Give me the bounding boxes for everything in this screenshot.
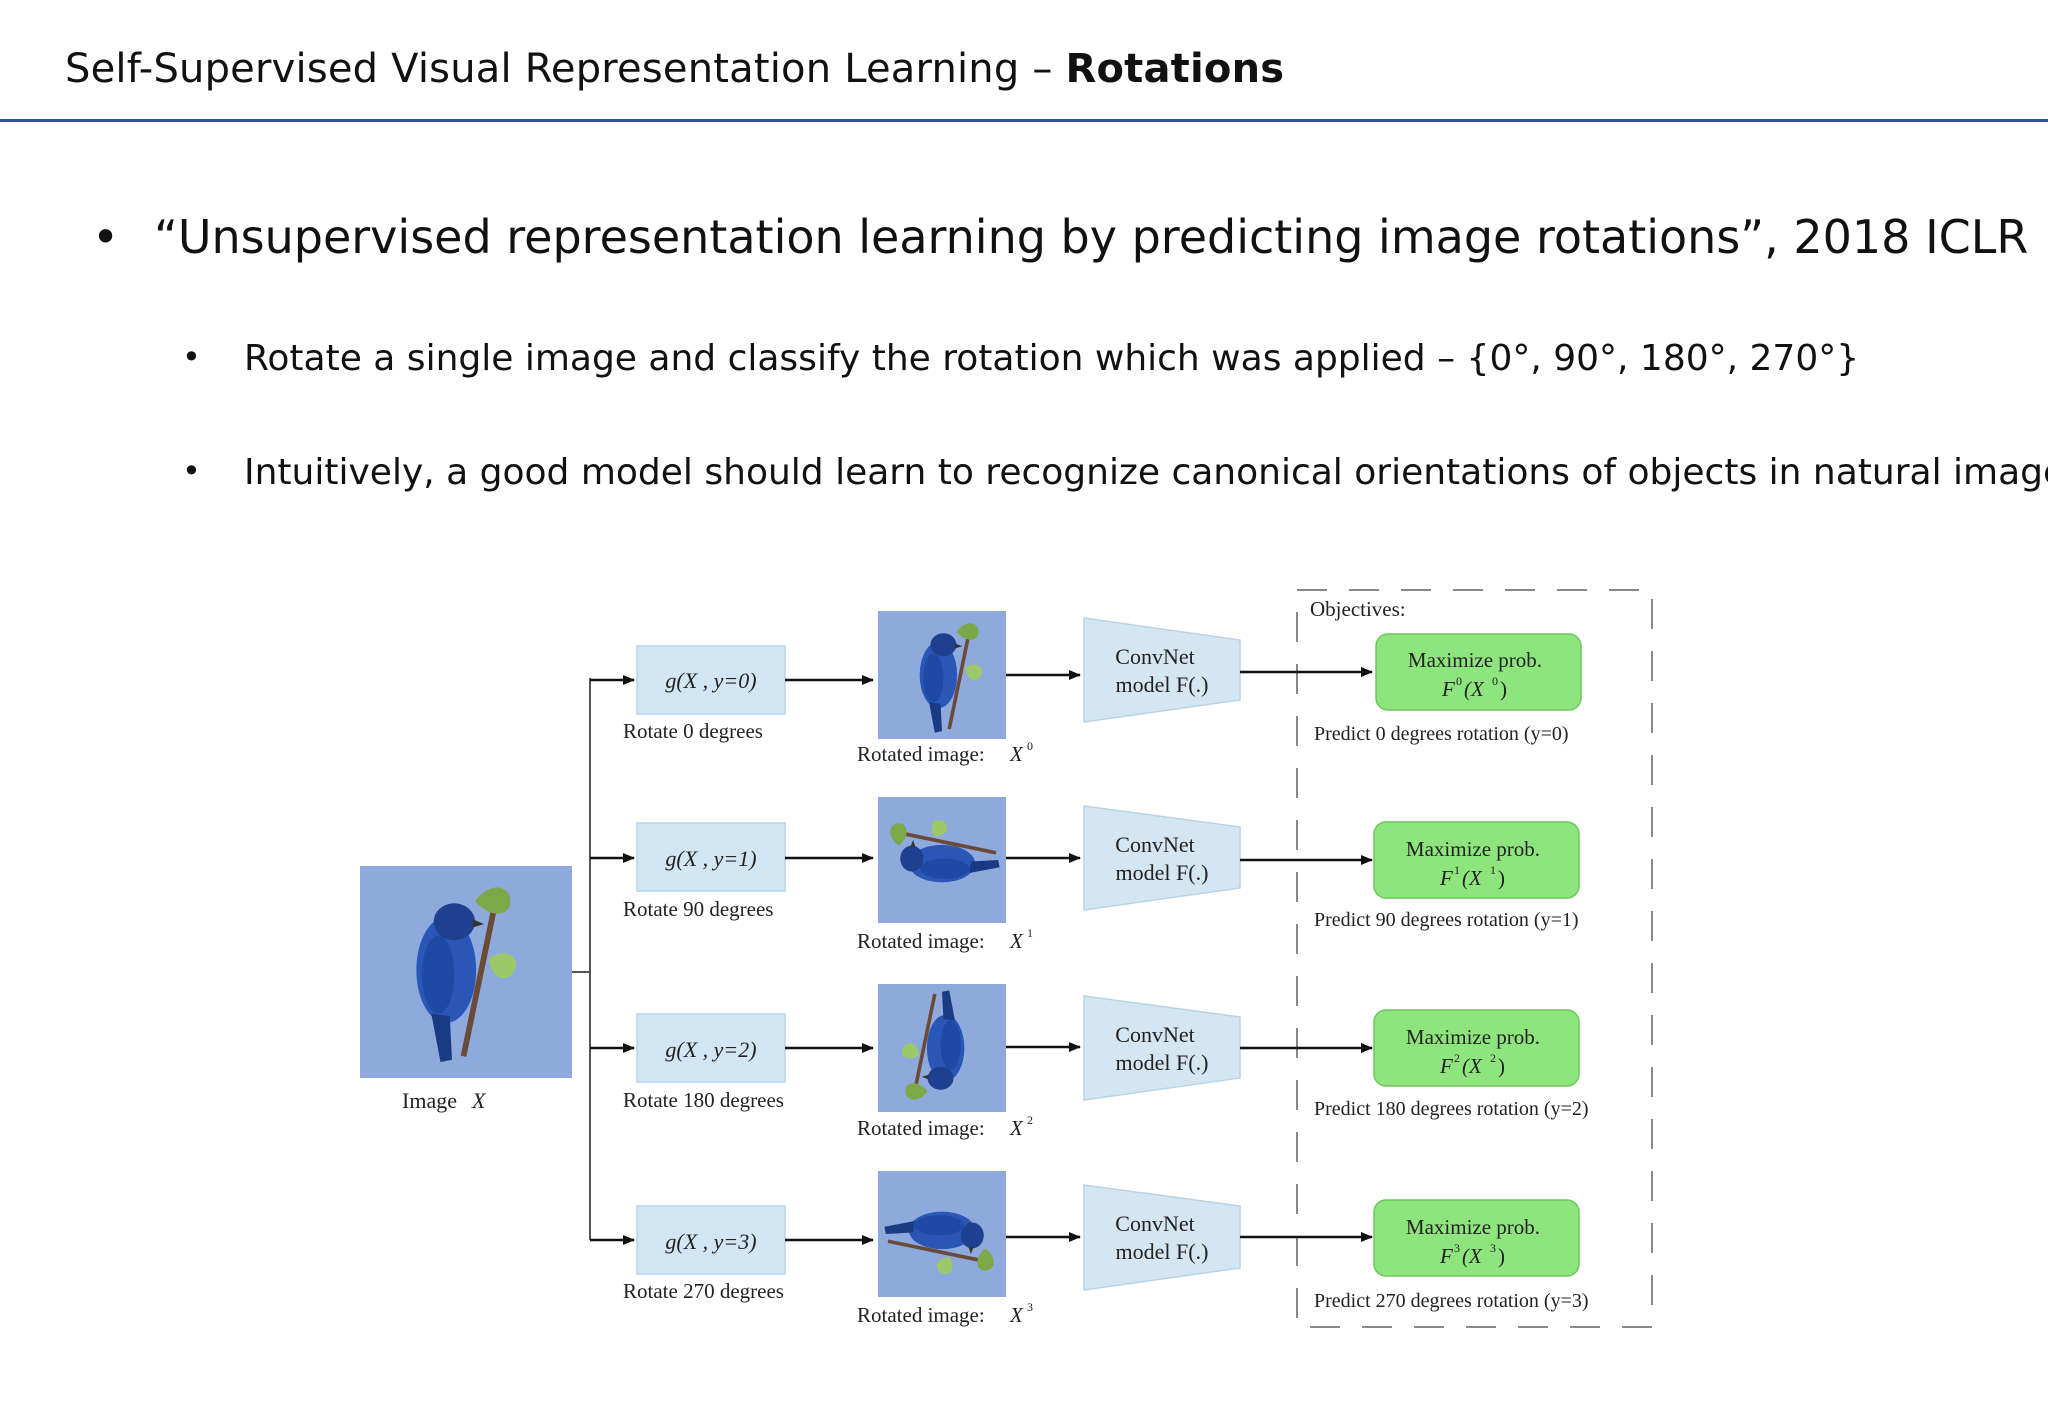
objectives-label: Objectives: <box>1310 597 1406 621</box>
rotated-image-sup: 1 <box>1027 926 1033 940</box>
row-rotate-180: g(X , y=2) Rotate 180 degrees Rotated im… <box>623 984 1589 1140</box>
objective-arg-sup: 2 <box>1490 1051 1496 1065</box>
rotated-image-var: X <box>1009 1303 1024 1327</box>
rotation-function-label: g(X , y=0) <box>665 668 756 693</box>
sub-bullet-2-text: Intuitively, a good model should learn t… <box>244 452 2048 493</box>
rotated-image-label: Rotated image: <box>857 1116 985 1140</box>
objective-func: F <box>1441 677 1455 701</box>
objective-arg-sup: 3 <box>1490 1241 1496 1255</box>
objective-arg: (X <box>1462 1054 1483 1078</box>
bullet-dot: • <box>92 210 120 264</box>
predict-label: Predict 180 degrees rotation (y=2) <box>1314 1098 1589 1120</box>
objective-box <box>1373 1009 1580 1087</box>
rotated-image-label: Rotated image: <box>857 929 985 953</box>
objective-arg-sup: 0 <box>1492 674 1498 688</box>
objective-arg: (X <box>1462 866 1483 890</box>
convnet-label: ConvNet <box>1115 1022 1194 1047</box>
objective-func-sup: 1 <box>1454 863 1460 877</box>
rotation-function-box <box>636 1013 786 1083</box>
rotation-function-label: g(X , y=3) <box>665 1229 756 1254</box>
rotated-image-sup: 3 <box>1027 1300 1033 1314</box>
convnet-label: ConvNet <box>1115 1211 1194 1236</box>
convnet-block <box>1083 617 1241 723</box>
convnet-model-label: model F(.) <box>1116 1050 1209 1075</box>
objective-title: Maximize prob. <box>1406 837 1540 861</box>
row-rotate-0: g(X , y=0) Rotate 0 degrees Rotated imag… <box>623 611 1582 766</box>
convnet-block <box>1083 805 1241 911</box>
objective-box <box>1373 1199 1580 1277</box>
rotate-degrees-label: Rotate 90 degrees <box>623 897 773 921</box>
rotated-image-label: Rotated image: <box>857 742 985 766</box>
objective-func: F <box>1439 1054 1453 1078</box>
objective-func-sup: 3 <box>1454 1241 1460 1255</box>
objective-func: F <box>1439 1244 1453 1268</box>
objective-box <box>1373 821 1580 899</box>
row-rotate-90: g(X , y=1) Rotate 90 degrees Rotated ima… <box>623 797 1580 953</box>
objective-arg: (X <box>1464 677 1485 701</box>
objective-func-sup: 2 <box>1454 1051 1460 1065</box>
objective-close-paren: ) <box>1500 677 1507 701</box>
convnet-model-label: model F(.) <box>1116 672 1209 697</box>
objective-func-sup: 0 <box>1456 674 1462 688</box>
slide-title-prefix: Self-Supervised Visual Representation Le… <box>65 46 1066 92</box>
rotated-image-sup: 0 <box>1027 739 1033 753</box>
objectives-box <box>1296 589 1653 1328</box>
convnet-model-label: model F(.) <box>1116 1239 1209 1264</box>
objective-arg: (X <box>1462 1244 1483 1268</box>
sub-bullet-1-text: Rotate a single image and classify the r… <box>244 338 1860 379</box>
bullet-dot: • <box>182 338 201 376</box>
convnet-model-label: model F(.) <box>1116 860 1209 885</box>
input-image-label: Image <box>402 1088 457 1113</box>
branch-arrows <box>590 675 635 1245</box>
slide-title-bold: Rotations <box>1065 46 1285 92</box>
rotation-function-box <box>636 822 786 892</box>
convnet-block <box>1083 1184 1241 1291</box>
input-image-var: X <box>471 1088 487 1113</box>
rotated-image-label: Rotated image: <box>857 1303 985 1327</box>
bullet-dot: • <box>182 452 201 490</box>
slide-title: Self-Supervised Visual Representation Le… <box>65 46 1284 92</box>
predict-label: Predict 0 degrees rotation (y=0) <box>1314 723 1569 745</box>
input-image <box>360 866 572 1078</box>
row-rotate-270: g(X , y=3) Rotate 270 degrees Rotated im… <box>623 1171 1589 1327</box>
rotate-degrees-label: Rotate 180 degrees <box>623 1088 784 1112</box>
objective-arg-sup: 1 <box>1490 863 1496 877</box>
predict-label: Predict 270 degrees rotation (y=3) <box>1314 1290 1589 1312</box>
rotation-function-label: g(X , y=2) <box>665 1037 756 1062</box>
objective-box <box>1375 633 1582 711</box>
rotated-image-sup: 2 <box>1027 1113 1033 1127</box>
objective-close-paren: ) <box>1498 1054 1505 1078</box>
objective-func: F <box>1439 866 1453 890</box>
convnet-label: ConvNet <box>1115 832 1194 857</box>
objective-title: Maximize prob. <box>1408 648 1542 672</box>
paper-citation: “Unsupervised representation learning by… <box>154 210 2029 264</box>
objective-close-paren: ) <box>1498 1244 1505 1268</box>
branch-lines <box>572 678 591 1240</box>
objective-close-paren: ) <box>1498 866 1505 890</box>
rotated-image-var: X <box>1009 742 1024 766</box>
convnet-block <box>1083 995 1241 1101</box>
rotate-degrees-label: Rotate 0 degrees <box>623 719 763 743</box>
rotate-degrees-label: Rotate 270 degrees <box>623 1279 784 1303</box>
slide-header: Self-Supervised Visual Representation Le… <box>0 0 2048 122</box>
rotated-image-var: X <box>1009 1116 1024 1140</box>
objective-title: Maximize prob. <box>1406 1215 1540 1239</box>
convnet-label: ConvNet <box>1115 644 1194 669</box>
predict-label: Predict 90 degrees rotation (y=1) <box>1314 909 1579 931</box>
rotation-function-label: g(X , y=1) <box>665 846 756 871</box>
rotated-image-var: X <box>1009 929 1024 953</box>
rotation-function-box <box>636 1205 786 1275</box>
objective-title: Maximize prob. <box>1406 1025 1540 1049</box>
